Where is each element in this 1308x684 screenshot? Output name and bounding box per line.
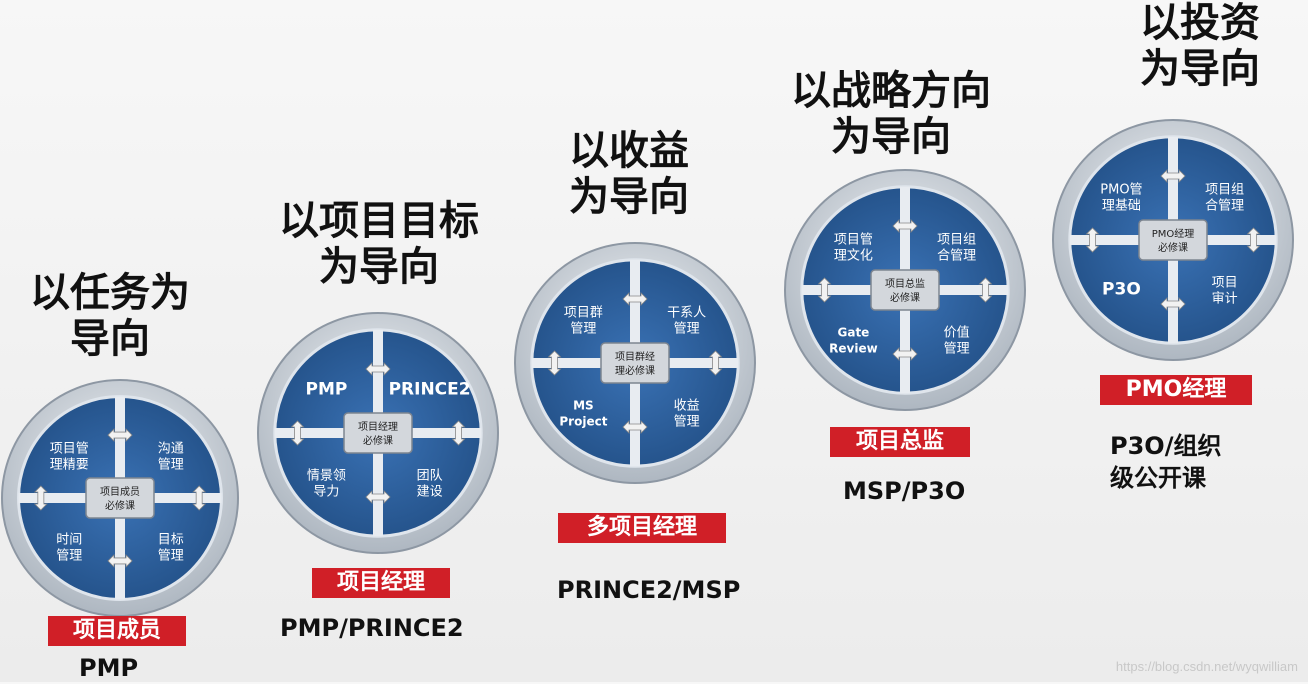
stage-heading: 以投资为导向	[1110, 0, 1290, 92]
double-arrow-icon	[107, 553, 133, 568]
double-arrow-icon	[1085, 227, 1100, 253]
role-badge: 项目经理	[312, 568, 450, 598]
quadrant-label: PMP	[305, 380, 347, 400]
double-arrow-icon	[892, 219, 918, 233]
wheel-center-box	[343, 412, 413, 454]
quadrant-label: 项目组合管理	[1205, 183, 1244, 214]
role-badge: PMO经理	[1100, 375, 1252, 405]
quadrant-label: 项目组合管理	[937, 233, 976, 264]
double-arrow-icon	[1246, 227, 1261, 253]
quadrant-label: 团队建设	[417, 469, 443, 500]
wheel-center-label: 项目总监必修课	[885, 277, 925, 304]
role-badge: 项目成员	[48, 616, 186, 646]
double-arrow-icon	[547, 350, 562, 376]
stage-heading-line: 以项目目标	[279, 198, 479, 244]
wheel-center-label: 项目经理必修课	[358, 420, 398, 447]
quadrant-label: P3O	[1102, 280, 1141, 300]
role-badge: 多项目经理	[558, 513, 726, 543]
double-arrow-icon	[290, 420, 305, 446]
wheel-center-box	[870, 269, 940, 311]
watermark: https://blog.csdn.net/wyqwilliam	[1115, 659, 1298, 674]
quadrant-label: 沟通管理	[158, 441, 184, 472]
wheel-center-box	[85, 477, 155, 519]
wheel-center-label: PMO经理必修课	[1152, 227, 1195, 254]
stage-heading: 以项目目标为导向	[262, 198, 496, 290]
stage-heading-line: 为导向	[569, 174, 689, 220]
role-badge: 项目总监	[830, 427, 970, 457]
stage-wheel: PMO管理基础 项目组合管理 P3O 项目审计 PMO经理必修课	[1052, 119, 1294, 361]
quadrant-label: 项目管理文化	[834, 233, 873, 264]
double-arrow-icon	[192, 485, 207, 511]
quadrant-label: 收益管理	[674, 399, 700, 430]
wheel-center-box	[600, 342, 670, 384]
certification-label: P3O/组织 级公开课	[1110, 432, 1222, 492]
double-arrow-icon	[365, 490, 391, 504]
wheel-center-box	[1138, 219, 1208, 261]
double-arrow-icon	[365, 362, 391, 376]
stage-heading: 以战略方向为导向	[774, 68, 1008, 160]
double-arrow-icon	[978, 277, 993, 303]
quadrant-label: 情景领导力	[307, 469, 346, 500]
stage-heading-line: 导向	[70, 316, 150, 362]
wheel-center-label: 项目群经理必修课	[615, 350, 655, 377]
quadrant-label: PRINCE2	[389, 380, 471, 400]
stage-heading-line: 为导向	[831, 114, 951, 160]
double-arrow-icon	[892, 347, 918, 361]
stage-heading-line: 为导向	[319, 244, 439, 290]
certification-label: MSP/P3O	[843, 477, 966, 505]
quadrant-label: PMO管理基础	[1100, 183, 1142, 214]
double-arrow-icon	[107, 428, 133, 443]
stage-heading-line: 以投资	[1140, 0, 1260, 46]
stage-heading-line: 以任务为	[30, 270, 190, 316]
quadrant-label: 项目群管理	[564, 306, 603, 337]
double-arrow-icon	[622, 292, 648, 306]
double-arrow-icon	[817, 277, 832, 303]
double-arrow-icon	[1160, 169, 1186, 183]
double-arrow-icon	[622, 420, 648, 434]
quadrant-label: 时间管理	[56, 533, 82, 564]
certification-label: PMP/PRINCE2	[280, 614, 464, 642]
quadrant-label: 干系人管理	[667, 306, 706, 337]
stage-heading-line: 以战略方向	[791, 68, 991, 114]
quadrant-label: 目标管理	[158, 533, 184, 564]
double-arrow-icon	[708, 350, 723, 376]
double-arrow-icon	[451, 420, 466, 446]
stage-heading: 以收益为导向	[534, 128, 724, 220]
stage-heading-line: 以收益	[569, 128, 689, 174]
certification-label: PMP	[79, 654, 139, 682]
double-arrow-icon	[33, 485, 48, 511]
certification-label: PRINCE2/MSP	[557, 576, 741, 604]
quadrant-label: 项目管理精要	[50, 441, 89, 472]
double-arrow-icon	[1160, 297, 1186, 311]
quadrant-label: 项目审计	[1212, 276, 1238, 307]
quadrant-label: 价值管理	[944, 325, 970, 357]
stage-heading: 以任务为导向	[10, 270, 210, 362]
stage-heading-line: 为导向	[1140, 46, 1260, 92]
wheel-center-label: 项目成员必修课	[100, 486, 140, 512]
